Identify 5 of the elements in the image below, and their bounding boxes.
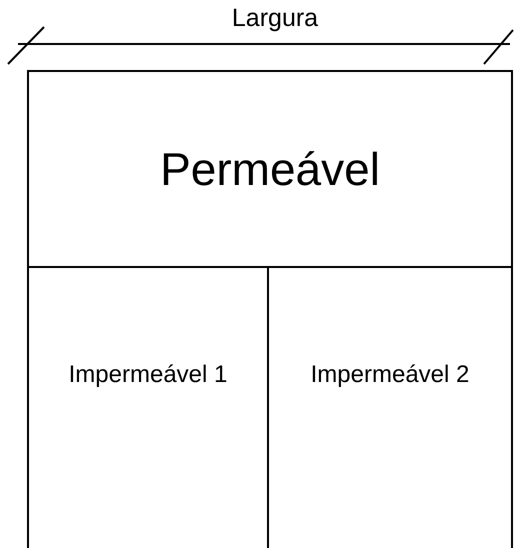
area-label: Impermeável 1 <box>68 361 228 389</box>
dimension-label: Largura <box>232 4 318 32</box>
area-label: Impermeável 2 <box>310 361 470 389</box>
area-box <box>27 70 513 268</box>
area-label: Permeável <box>160 142 380 196</box>
